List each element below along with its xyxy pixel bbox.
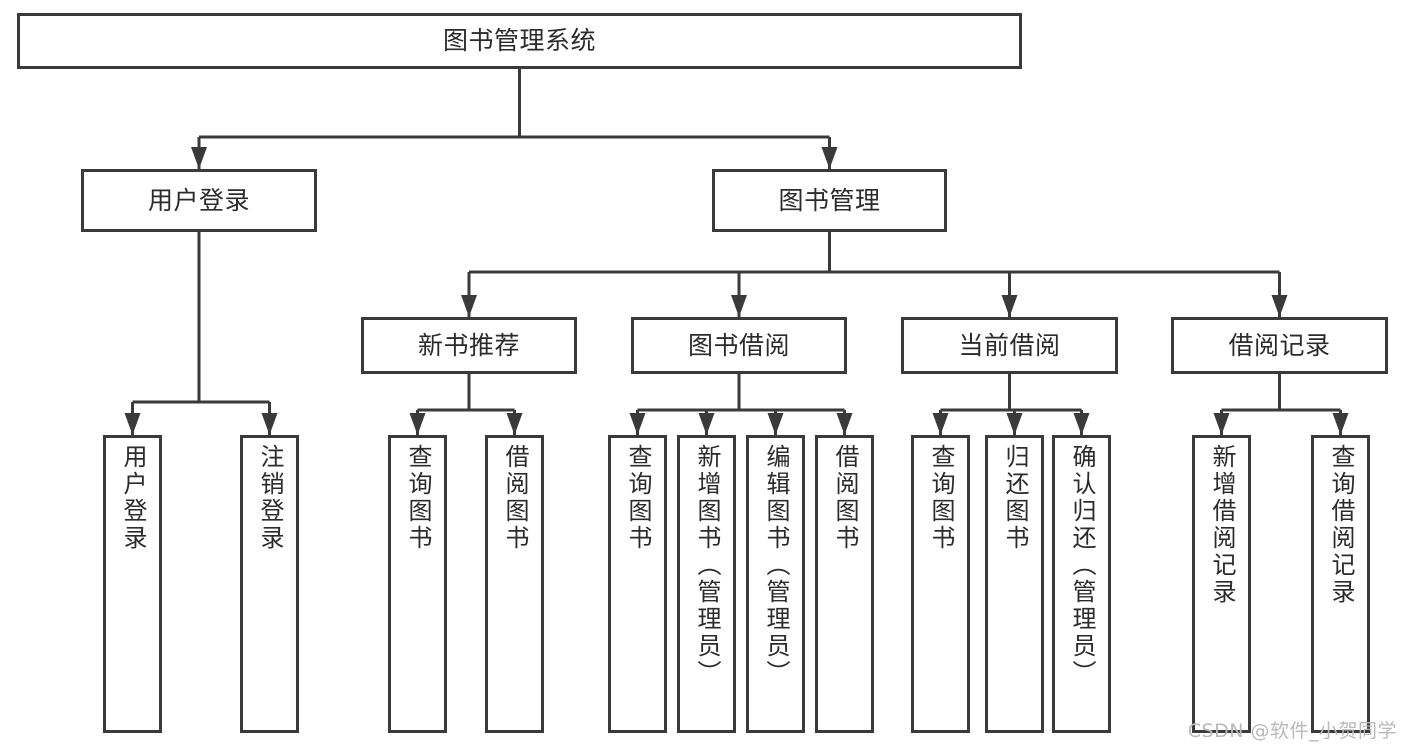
arrowhead-leaf-borrow-query (629, 413, 646, 435)
arrowhead-leaf-borrow-edit (767, 413, 784, 435)
arrowhead-leaf-cur-confirm (1073, 413, 1090, 435)
node-label-user-login: 用户登录 (147, 185, 250, 215)
arrowhead-new-book-rec (461, 295, 477, 317)
arrowhead-leaf-cur-query (932, 413, 949, 435)
watermark-label: CSDN @软件_小贺同学 (1187, 720, 1397, 742)
node-book-manage[interactable]: 图书管理 (712, 169, 947, 232)
arrowhead-book-manage (821, 147, 838, 169)
node-label-book-borrow: 图书借阅 (687, 330, 790, 360)
node-leaf-borrow-lend[interactable]: 借阅图书 (815, 435, 874, 733)
arrowhead-leaf-logout (261, 413, 278, 435)
arrowhead-leaf-rec-borrow (506, 413, 523, 435)
arrowhead-book-borrow (731, 295, 747, 317)
node-label-leaf-borrow-lend: 借阅图书 (830, 444, 859, 552)
node-label-leaf-borrow-edit: 编辑图书（管理员） (761, 444, 790, 687)
arrowhead-user-login (191, 147, 207, 169)
node-root[interactable]: 图书管理系统 (17, 13, 1022, 69)
node-leaf-user-login[interactable]: 用户登录 (103, 435, 162, 733)
node-leaf-rec-borrow[interactable]: 借阅图书 (485, 435, 544, 733)
node-label-leaf-rec-search: 查询借阅记录 (1326, 444, 1355, 606)
node-user-login[interactable]: 用户登录 (81, 169, 317, 232)
arrowhead-borrow-record (1271, 295, 1288, 317)
node-leaf-rec-query[interactable]: 查询图书 (388, 435, 447, 733)
node-label-leaf-logout: 注销登录 (255, 444, 284, 552)
node-leaf-logout[interactable]: 注销登录 (240, 435, 299, 733)
node-label-current-borrow: 当前借阅 (958, 330, 1061, 360)
arrowhead-leaf-rec-search (1332, 413, 1349, 435)
node-label-leaf-cur-query: 查询图书 (926, 444, 955, 552)
node-label-leaf-cur-confirm: 确认归还（管理员） (1067, 444, 1096, 687)
arrowhead-leaf-rec-add (1213, 413, 1230, 435)
arrowhead-leaf-user-login (124, 413, 141, 435)
node-new-book-rec[interactable]: 新书推荐 (361, 317, 577, 374)
node-current-borrow[interactable]: 当前借阅 (901, 317, 1118, 374)
node-leaf-cur-return[interactable]: 归还图书 (985, 435, 1044, 733)
node-leaf-cur-query[interactable]: 查询图书 (911, 435, 970, 733)
arrowhead-leaf-borrow-lend (836, 413, 853, 435)
node-label-leaf-rec-borrow: 借阅图书 (500, 444, 529, 552)
node-leaf-borrow-add[interactable]: 新增图书（管理员） (677, 435, 736, 733)
arrowhead-leaf-rec-query (409, 413, 426, 435)
node-label-leaf-rec-query: 查询图书 (403, 444, 432, 552)
arrowhead-current-borrow (1001, 295, 1018, 317)
node-label-root: 图书管理系统 (442, 26, 596, 55)
node-leaf-borrow-edit[interactable]: 编辑图书（管理员） (746, 435, 805, 733)
node-leaf-rec-search[interactable]: 查询借阅记录 (1311, 435, 1370, 733)
node-leaf-cur-confirm[interactable]: 确认归还（管理员） (1052, 435, 1111, 733)
node-label-new-book-rec: 新书推荐 (417, 330, 520, 360)
node-label-leaf-rec-add: 新增借阅记录 (1207, 444, 1236, 606)
node-book-borrow[interactable]: 图书借阅 (631, 317, 847, 374)
arrowhead-leaf-borrow-add (698, 413, 715, 435)
node-label-leaf-user-login: 用户登录 (118, 444, 147, 552)
node-borrow-record[interactable]: 借阅记录 (1171, 317, 1388, 374)
node-label-leaf-cur-return: 归还图书 (1000, 444, 1029, 552)
node-label-leaf-borrow-query: 查询图书 (623, 444, 652, 552)
node-label-borrow-record: 借阅记录 (1228, 330, 1331, 360)
node-leaf-rec-add[interactable]: 新增借阅记录 (1192, 435, 1251, 733)
node-label-leaf-borrow-add: 新增图书（管理员） (692, 444, 721, 687)
node-leaf-borrow-query[interactable]: 查询图书 (608, 435, 667, 733)
arrowhead-leaf-cur-return (1006, 413, 1023, 435)
node-label-book-manage: 图书管理 (778, 185, 881, 215)
